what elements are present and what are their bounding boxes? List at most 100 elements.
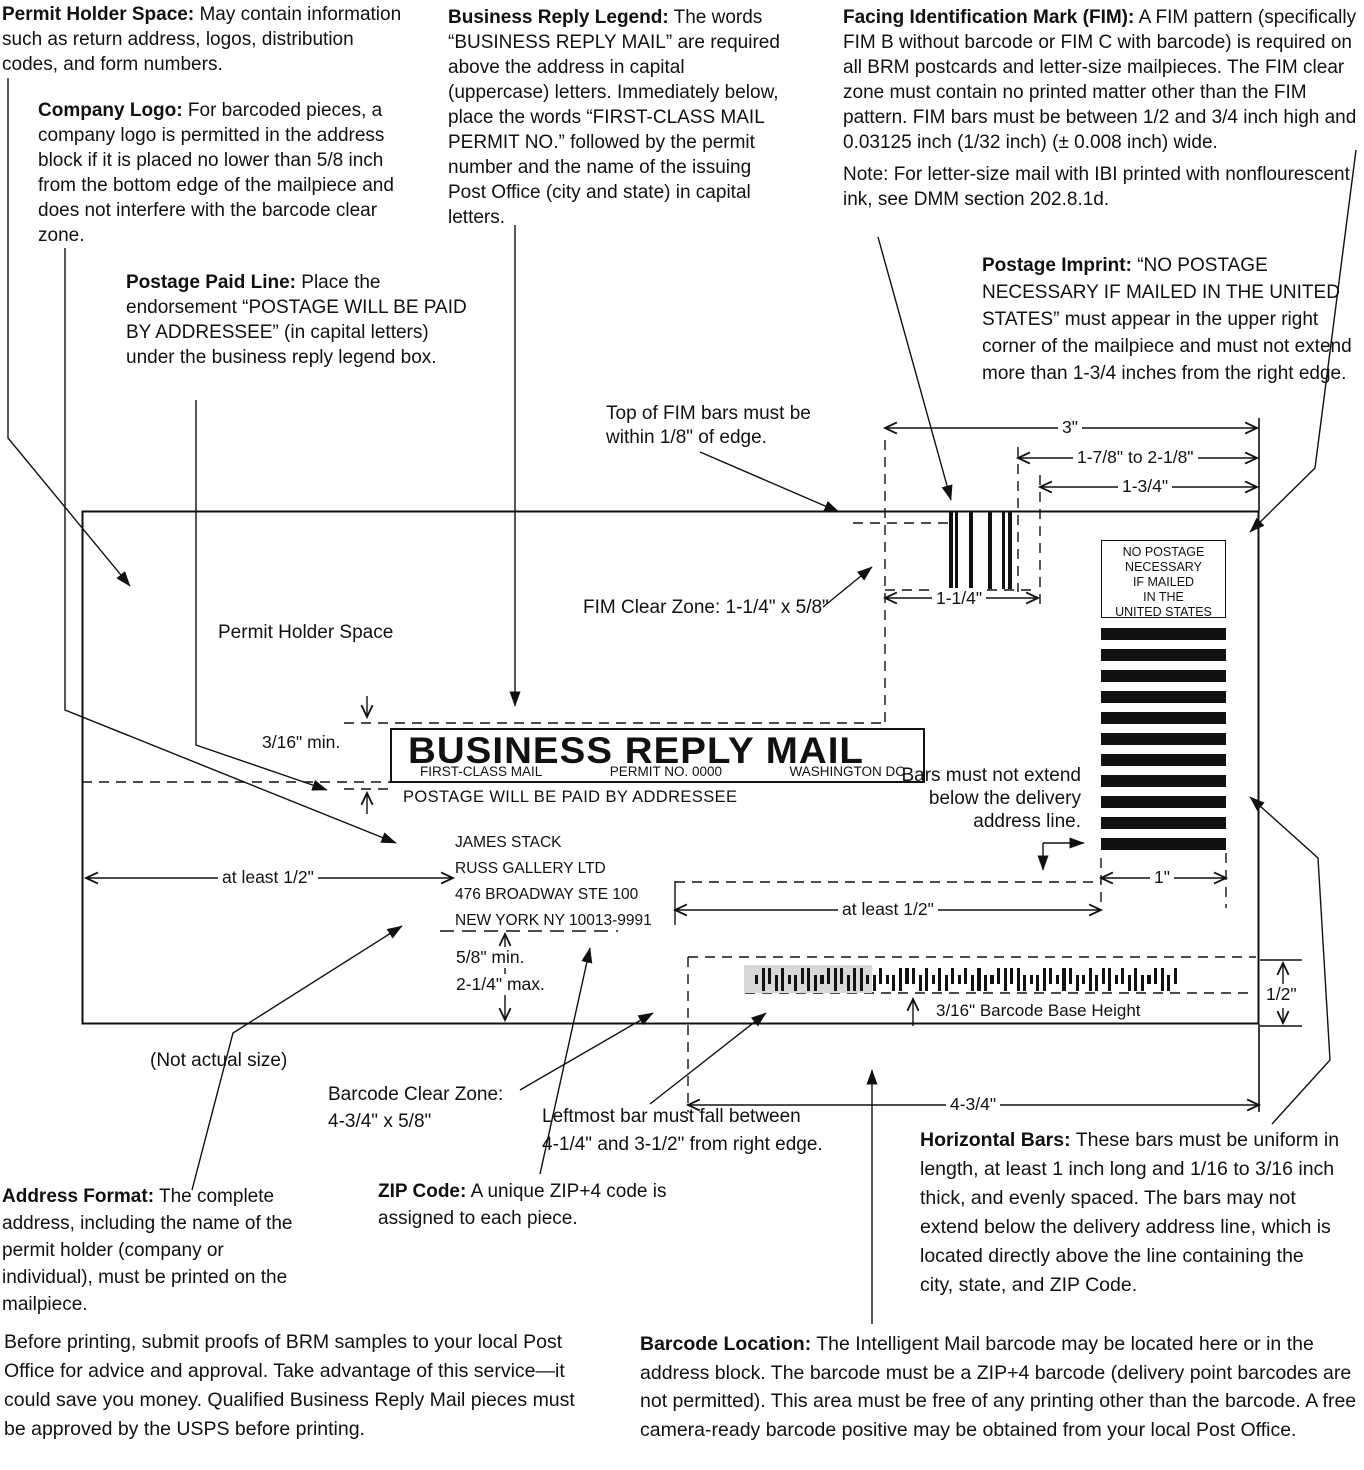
annotation-fim-note: Note: For letter-size mail with IBI prin… (843, 164, 1350, 210)
brm-subline-permit-no: PERMIT NO. 0000 (609, 764, 723, 779)
imb-bar (781, 968, 785, 991)
annotation-fim: Facing Identification Mark (FIM): A FIM … (843, 5, 1363, 212)
no-postage-line-3: IF MAILED (1132, 575, 1195, 589)
callout-barcode-base-height: 3/16" Barcode Base Height (932, 1001, 1145, 1021)
annotation-zip-code-body: A unique ZIP+4 code is assigned to each … (378, 1181, 667, 1229)
dim-label-134: 1-3/4" (1118, 476, 1173, 497)
annotation-barcode-location: Barcode Location: The Intelligent Mail b… (640, 1330, 1362, 1444)
imb-bar (853, 968, 857, 991)
annotation-horizontal-bars-title: Horizontal Bars: (920, 1129, 1071, 1151)
annotation-address-format-body: The complete address, including the name… (2, 1186, 293, 1315)
address-block: JAMES STACK RUSS GALLERY LTD 476 BROADWA… (455, 830, 652, 934)
annotation-fim-title: Facing Identification Mark (FIM): (843, 7, 1135, 28)
business-reply-legend-box: BUSINESS REPLY MAIL FIRST-CLASS MAIL PER… (390, 728, 925, 783)
leader-barcode-clear-zone (519, 1012, 654, 1091)
horizontal-bar (1101, 691, 1226, 703)
imb-bar (1029, 975, 1033, 984)
imb-bar (1134, 968, 1138, 991)
imb-bar (1036, 975, 1040, 991)
fim-bar (988, 512, 992, 589)
no-postage-line-2: NECESSARY (1125, 560, 1202, 574)
dim-label-1in: 1" (1150, 867, 1174, 888)
brm-subline-city: WASHINGTON DC (789, 764, 905, 779)
imb-bar (813, 975, 818, 991)
imb-bar (846, 975, 850, 991)
horizontal-bar (1101, 796, 1226, 808)
dim-label-316min: 3/16" min. (258, 732, 345, 753)
imb-bar (1167, 975, 1171, 991)
imb-bar (925, 968, 929, 991)
imb-bar (879, 968, 883, 984)
horizontal-bar (1101, 775, 1226, 787)
fim-bar (1008, 512, 1012, 589)
annotation-company-logo-body: For barcoded pieces, a company logo is p… (38, 100, 394, 246)
annotation-before-printing: Before printing, submit proofs of BRM sa… (4, 1328, 584, 1444)
annotation-permit-holder-title: Permit Holder Space: (2, 4, 195, 25)
imb-bar (938, 968, 942, 991)
imb-bar (1127, 975, 1131, 991)
dim-label-58min: 5/8" min. (452, 947, 529, 968)
dim-label-434: 4-3/4" (946, 1094, 1001, 1115)
fim-bar (955, 512, 958, 589)
annotation-horizontal-bars: Horizontal Bars: These bars must be unif… (920, 1126, 1340, 1300)
horizontal-bars-stack (1101, 628, 1226, 859)
horizontal-bar (1101, 817, 1226, 829)
annotation-brl-body: The words “BUSINESS REPLY MAIL” are requ… (448, 7, 780, 228)
no-postage-imprint-box: NO POSTAGE NECESSARY IF MAILED IN THE UN… (1101, 540, 1226, 619)
horizontal-bar (1101, 754, 1226, 766)
imb-bar (872, 975, 876, 991)
horizontal-bar (1101, 712, 1226, 724)
annotation-address-format: Address Format: The complete address, in… (2, 1183, 312, 1318)
imb-bar (820, 975, 824, 984)
imb-bar (1147, 975, 1151, 984)
horizontal-bar (1101, 670, 1226, 682)
no-postage-line-4: IN THE (1143, 590, 1184, 604)
dim-label-atleast-half-left: at least 1/2" (218, 867, 318, 888)
callout-permit-holder-space: Permit Holder Space (218, 622, 394, 643)
imb-bar (866, 975, 870, 984)
annotation-barcode-location-title: Barcode Location: (640, 1333, 812, 1355)
callout-leftmost-bar-1: Leftmost bar must fall between (542, 1106, 801, 1127)
leader-horizontal-bars (1249, 796, 1331, 1125)
imb-bar (885, 975, 889, 984)
imb-bar (826, 968, 831, 984)
horizontal-bar (1101, 733, 1226, 745)
imb-bar (918, 975, 922, 991)
imb-bar (787, 975, 791, 984)
imb-bar (1153, 968, 1158, 984)
dim-label-178: 1-7/8" to 2-1/8" (1073, 447, 1198, 468)
imb-bar (768, 968, 772, 984)
address-line-2: RUSS GALLERY LTD (455, 860, 606, 877)
imb-bar (807, 968, 811, 991)
imb-bar (840, 968, 844, 984)
annotation-postage-paid: Postage Paid Line: Place the endorsement… (126, 270, 471, 370)
imb-bar (990, 975, 994, 984)
imb-bar (1140, 975, 1145, 991)
callout-fim-clear-zone: FIM Clear Zone: 1-1/4" x 5/8" (583, 597, 829, 618)
imb-bar (931, 975, 935, 984)
imb-bar (944, 975, 948, 991)
imb-bar (761, 968, 765, 991)
annotation-postage-imprint: Postage Imprint: “NO POSTAGE NECESSARY I… (982, 252, 1354, 387)
imb-bar (774, 975, 778, 991)
leader-fim (877, 236, 953, 501)
brm-subline: FIRST-CLASS MAIL PERMIT NO. 0000 WASHING… (420, 764, 905, 779)
imb-bar (951, 968, 955, 984)
postage-paid-endorsement: POSTAGE WILL BE PAID BY ADDRESSEE (403, 788, 738, 806)
dim-label-3in: 3" (1058, 417, 1082, 438)
annotation-address-format-title: Address Format: (2, 1186, 155, 1207)
imb-bar (1173, 968, 1177, 984)
imb-bar (1088, 968, 1092, 991)
address-line-1: JAMES STACK (455, 834, 562, 851)
imb-bar (957, 975, 961, 984)
callout-leftmost-bar-2: 4-1/4" and 3-1/2" from right edge. (542, 1134, 823, 1155)
imb-bar (1062, 968, 1066, 991)
imb-bar (1121, 968, 1125, 984)
imb-bar (1049, 968, 1053, 984)
address-line-4: NEW YORK NY 10013-9991 (455, 912, 652, 929)
annotation-brl-title: Business Reply Legend: (448, 7, 669, 28)
imb-bar (964, 968, 968, 984)
annotation-postage-imprint-title: Postage Imprint: (982, 255, 1132, 276)
brm-subline-first-class: FIRST-CLASS MAIL (420, 764, 543, 779)
